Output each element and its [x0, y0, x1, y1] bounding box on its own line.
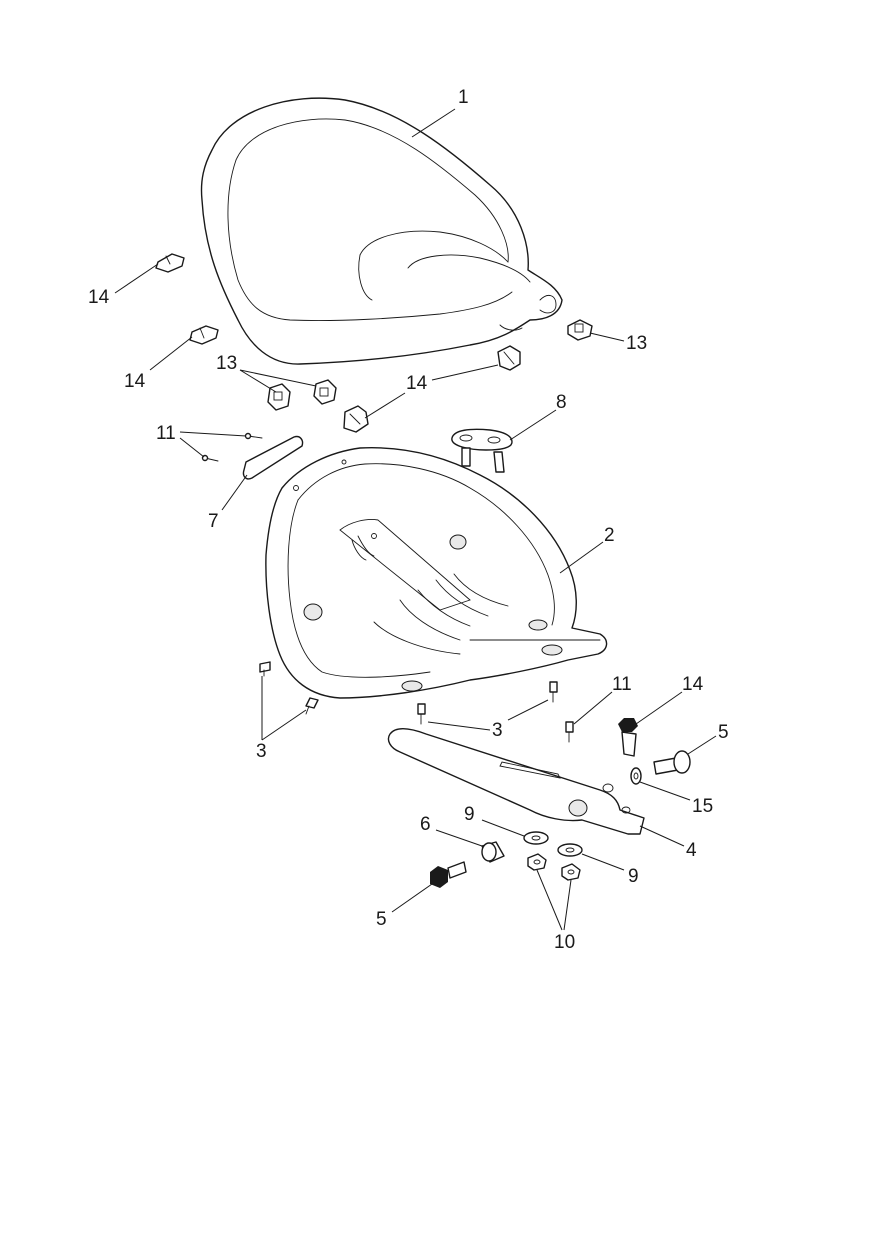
callout-7: 7	[208, 511, 219, 532]
callout-3-a: 3	[256, 741, 267, 762]
flange-bolt-illustration	[618, 718, 638, 757]
clip-nut-left-a	[267, 383, 291, 411]
callout-1: 1	[458, 87, 469, 108]
callout-10: 10	[554, 932, 575, 953]
bolt-left	[430, 861, 467, 888]
callout-13-c: 14	[406, 373, 428, 394]
clip-nut-right	[567, 319, 593, 341]
bolt-right	[653, 750, 691, 775]
callout-2: 2	[604, 525, 615, 546]
callout-13-a: 14	[88, 287, 110, 308]
callout-9-a: 9	[464, 804, 475, 825]
spring-clip-top-left	[155, 253, 185, 273]
callout-5-a: 5	[718, 722, 729, 743]
screw-left-upper	[259, 661, 271, 677]
stud-plate-illustration	[451, 428, 513, 473]
bracket-illustration	[387, 728, 645, 835]
clip-nut-left-b	[313, 379, 337, 405]
screw-centre-left	[417, 703, 426, 725]
callout-9-b: 9	[628, 866, 639, 887]
callout-14: 14	[682, 674, 704, 695]
small-screw-right	[565, 721, 574, 743]
callout-11-b: 11	[612, 674, 632, 695]
spacer-illustration	[481, 841, 505, 863]
spring-clip-centre	[343, 405, 369, 433]
callout-5-b: 5	[376, 909, 387, 930]
callout-13-b: 14	[124, 371, 146, 392]
nut-left	[527, 853, 547, 871]
small-screw-lower	[201, 454, 219, 462]
callout-12-b: 13	[626, 333, 647, 354]
screw-centre-right	[549, 681, 558, 703]
callout-3-b: 3	[492, 720, 503, 741]
washer-upper	[523, 831, 549, 845]
nut-right	[561, 863, 581, 881]
callout-8: 8	[556, 392, 567, 413]
washer-lower	[557, 843, 583, 857]
callout-12-a: 13	[216, 353, 237, 374]
seat-pan-illustration	[265, 447, 608, 699]
small-screw-upper	[244, 432, 263, 440]
plate-illustration	[242, 435, 304, 480]
screw-left-lower	[305, 697, 319, 715]
spring-clip-mid-left	[189, 325, 219, 345]
callout-4: 4	[686, 840, 697, 861]
spring-clip-right	[497, 345, 521, 371]
callout-6: 6	[420, 814, 431, 835]
thin-washer-illustration	[630, 767, 642, 785]
callout-11-a: 11	[156, 423, 176, 444]
callout-15: 15	[692, 796, 713, 817]
seat-illustration	[200, 97, 563, 365]
